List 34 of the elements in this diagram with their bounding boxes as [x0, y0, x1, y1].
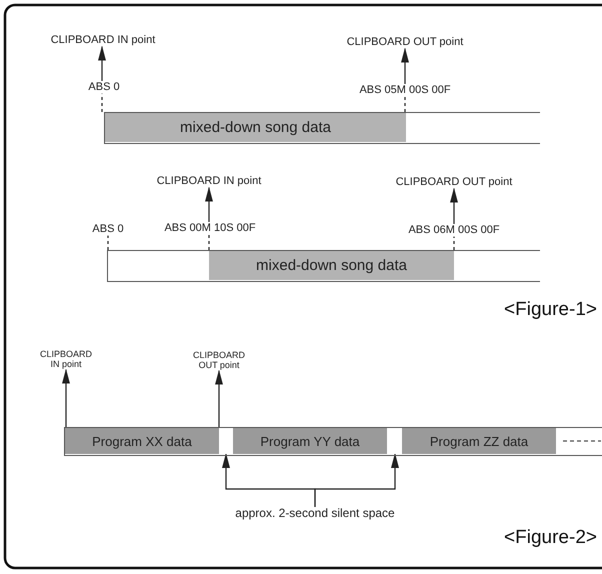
- program-data-segment: Program ZZ data: [402, 428, 556, 454]
- timecode-label: ABS 06M 00S 00F: [408, 224, 500, 237]
- leader-line: [404, 96, 406, 112]
- timecode-label: ABS 0: [92, 223, 124, 236]
- point-label: CLIPBOARD IN point: [40, 349, 92, 370]
- annotation-text: approx. 2-second silent space: [235, 507, 395, 521]
- point-label: CLIPBOARD IN point: [50, 34, 156, 47]
- timeline-strip: [107, 250, 540, 282]
- figure-label: <Figure-1>: [504, 299, 597, 321]
- leader-line: [107, 236, 109, 250]
- program-data-segment: Program YY data: [233, 428, 387, 454]
- point-label: CLIPBOARD IN point: [156, 175, 262, 188]
- arrow: [215, 370, 223, 427]
- point-label: CLIPBOARD OUT point: [192, 350, 245, 371]
- figure-label: <Figure-2>: [504, 527, 597, 549]
- arrow: [450, 188, 458, 224]
- program-data-segment: Program XX data: [65, 428, 219, 454]
- timeline-strip: [64, 427, 602, 456]
- arrow: [98, 46, 106, 81]
- song-data-segment: mixed-down song data: [105, 113, 406, 142]
- timecode-label: ABS 0: [88, 81, 120, 94]
- timeline-strip: [104, 112, 540, 144]
- arrow: [205, 186, 213, 222]
- song-data-segment: mixed-down song data: [209, 251, 454, 280]
- arrow: [401, 48, 409, 84]
- arrow: [314, 453, 399, 507]
- leader-line: [453, 236, 455, 250]
- point-label: CLIPBOARD OUT point: [346, 36, 464, 49]
- arrow: [62, 368, 70, 427]
- point-label: CLIPBOARD OUT point: [396, 176, 512, 189]
- timecode-label: ABS 00M 10S 00F: [164, 222, 256, 235]
- leader-line: [208, 234, 210, 250]
- leader-line: [101, 94, 103, 112]
- timecode-label: ABS 05M 00S 00F: [359, 84, 451, 97]
